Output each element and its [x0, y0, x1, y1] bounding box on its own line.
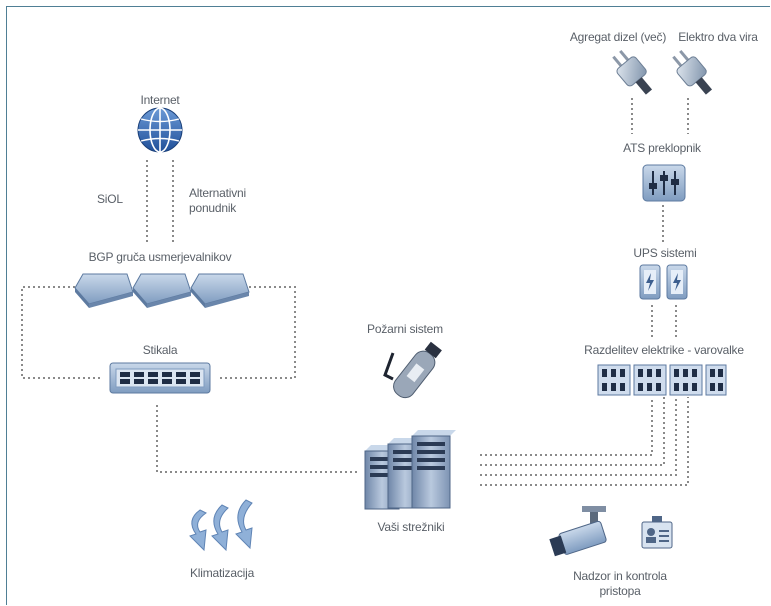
- id-badge-icon: [641, 516, 673, 549]
- power-plug-icon: [612, 49, 653, 95]
- ats-label: ATS preklopnik: [623, 141, 701, 155]
- siol-label: SiOL: [97, 192, 123, 206]
- cooling-label: Klimatizacija: [189, 566, 255, 580]
- router-icon: [132, 273, 192, 308]
- camera-icon: [549, 506, 607, 557]
- connectors: [21, 98, 689, 486]
- switch-server-line: [156, 405, 358, 473]
- power-server-line-2: [480, 397, 665, 466]
- fire-system-label: Požarni sistem: [367, 322, 443, 336]
- dual-power-label: Elektro dva vira: [678, 30, 758, 44]
- fire-extinguisher-icon: [383, 341, 442, 399]
- power-plug-icon: [672, 49, 713, 95]
- alt-provider-label-line1: Alternativni: [189, 186, 246, 200]
- fuse-box-icon: [669, 364, 703, 396]
- router-icon: [74, 273, 134, 308]
- switch-icon: [109, 362, 211, 394]
- surveillance-label-line2: pristopa: [599, 584, 641, 598]
- router-icon: [190, 273, 250, 308]
- power-server-line-4: [480, 397, 689, 486]
- diesel-label: Agregat dizel (več): [569, 30, 667, 44]
- ups-battery-icon: [666, 264, 688, 300]
- server-rack-icon: [411, 430, 456, 509]
- power-server-line-1: [480, 397, 653, 456]
- ats-switch-icon: [642, 164, 686, 202]
- switches-label: Stikala: [142, 343, 178, 357]
- alt-provider-label: Alternativni ponudnik: [189, 186, 246, 216]
- power-server-line-3: [480, 397, 677, 476]
- surveillance-label: Nadzor in kontrola pristopa: [550, 569, 690, 599]
- bgp-label: BGP gruča usmerjevalnikov: [88, 250, 232, 264]
- servers-label: Vaši strežniki: [377, 520, 445, 534]
- alt-provider-label-line2: ponudnik: [189, 201, 237, 215]
- ups-battery-icon: [639, 264, 661, 300]
- bgp-right-loop: [217, 286, 296, 379]
- fuse-box-icon: [633, 364, 667, 396]
- airflow-icon: [189, 499, 253, 552]
- diagram-frame: [6, 6, 770, 605]
- fuse-box-icon: [705, 364, 727, 396]
- globe-icon: [137, 107, 183, 153]
- distribution-label: Razdelitev elektrike - varovalke: [584, 343, 744, 357]
- ups-label: UPS sistemi: [633, 246, 697, 260]
- internet-label: Internet: [140, 93, 180, 107]
- fuse-box-icon: [597, 364, 631, 396]
- bgp-left-loop: [21, 286, 103, 379]
- surveillance-label-line1: Nadzor in kontrola: [573, 569, 667, 583]
